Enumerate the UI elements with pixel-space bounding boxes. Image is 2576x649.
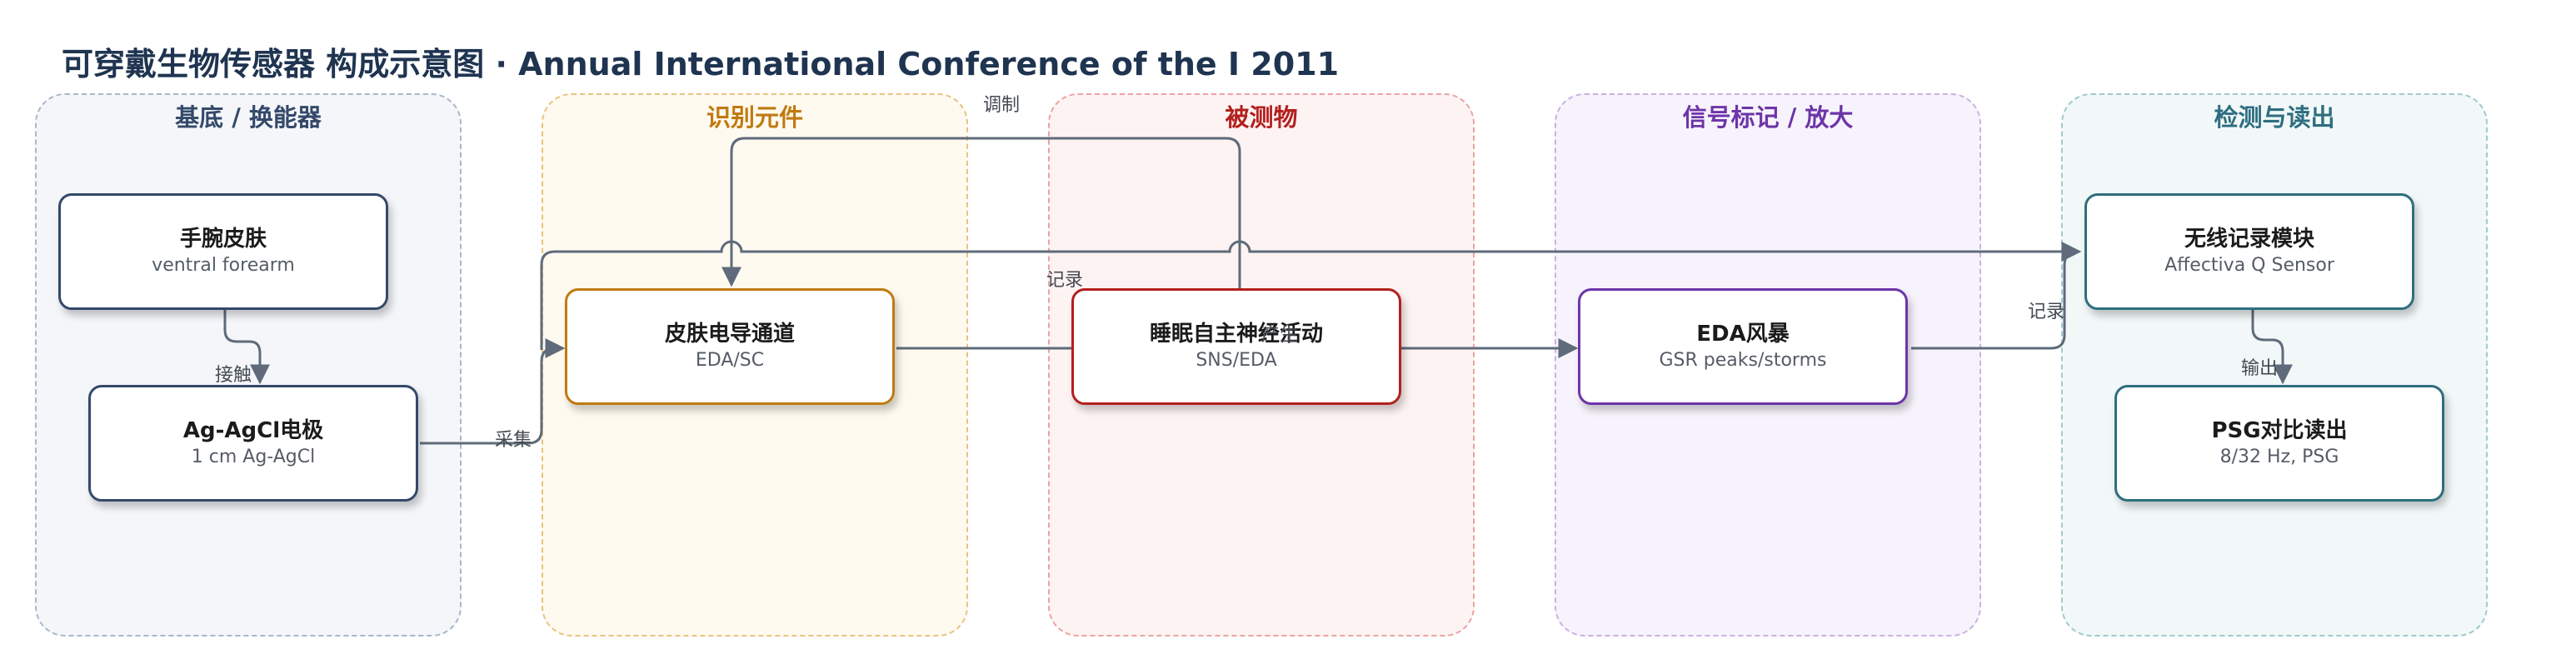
edge-label-modulate: 调制	[983, 95, 1021, 116]
edge-label-record-right: 记录	[2028, 302, 2065, 322]
node-skin[interactable]: 手腕皮肤 ventral forearm	[58, 193, 388, 310]
node-electrode-sub: 1 cm Ag-AgCl	[191, 447, 316, 467]
edge-storm-record-wireless	[1911, 250, 2079, 350]
edge-label-output: 输出	[2241, 358, 2279, 379]
node-eda-channel[interactable]: 皮肤电导通道 EDA/SC	[565, 288, 895, 405]
node-psg-readout[interactable]: PSG对比读出 8/32 Hz, PSG	[2114, 385, 2444, 502]
node-sleep-activity[interactable]: 睡眠自主神经活动 SNS/EDA	[1071, 288, 1401, 405]
node-eda-storm-sub: GSR peaks/storms	[1659, 350, 1827, 371]
lane-label-recognition: 识别元件	[706, 103, 803, 132]
lane-label-substrate: 基底 / 换能器	[175, 103, 322, 132]
node-wireless-module[interactable]: 无线记录模块 Affectiva Q Sensor	[2084, 193, 2414, 310]
node-skin-sub: ventral forearm	[152, 255, 295, 276]
node-eda-storm-title: EDA风暴	[1696, 322, 1790, 347]
edge-sleep-modulate-eda	[721, 137, 1241, 288]
node-psg-readout-title: PSG对比读出	[2211, 418, 2348, 443]
node-eda-storm[interactable]: EDA风暴 GSR peaks/storms	[1578, 288, 1908, 405]
node-eda-channel-title: 皮肤电导通道	[664, 322, 795, 347]
edge-label-record-top: 记录	[1046, 270, 1084, 291]
edge-label-contact: 接触	[215, 365, 252, 386]
edge-skin-to-electrode	[223, 310, 270, 385]
edge-wireless-output-psg	[2251, 310, 2293, 385]
node-electrode-title: Ag-AgCl电极	[182, 418, 324, 443]
node-eda-channel-sub: EDA/SC	[695, 350, 765, 371]
node-electrode[interactable]: Ag-AgCl电极 1 cm Ag-AgCl	[88, 385, 418, 502]
node-skin-title: 手腕皮肤	[179, 227, 267, 252]
diagram-title: 可穿戴生物传感器 构成示意图 · Annual International Co…	[62, 46, 1340, 82]
lane-label-signal: 信号标记 / 放大	[1682, 103, 1854, 132]
lane-label-readout: 检测与读出	[2214, 103, 2335, 132]
lane-label-analyte: 被测物	[1225, 103, 1298, 132]
node-sleep-activity-title: 睡眠自主神经活动	[1149, 322, 1323, 347]
edge-electrode-to-eda	[420, 338, 566, 445]
node-wireless-module-title: 无线记录模块	[2184, 227, 2314, 252]
edge-label-produce: 产生	[1261, 325, 1299, 346]
node-wireless-module-sub: Affectiva Q Sensor	[2164, 255, 2334, 276]
edge-label-collect: 采集	[495, 430, 532, 451]
edge-eda-record-wireless	[540, 240, 2082, 350]
lane-substrate	[35, 93, 462, 637]
node-psg-readout-sub: 8/32 Hz, PSG	[2219, 447, 2339, 467]
node-sleep-activity-sub: SNS/EDA	[1196, 350, 1277, 371]
